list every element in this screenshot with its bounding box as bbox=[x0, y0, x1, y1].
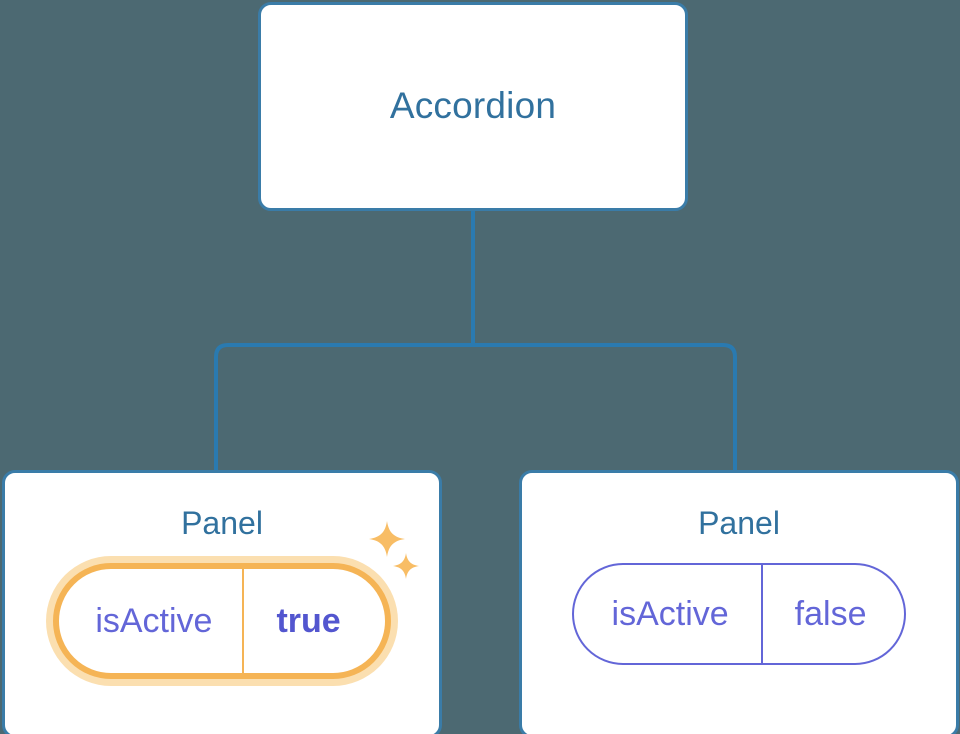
node-panel-inactive[interactable]: Panel isActive false bbox=[519, 470, 959, 734]
sparkle-small-icon bbox=[392, 553, 419, 580]
prop-value: true bbox=[242, 569, 384, 674]
prop-pill-isactive-true[interactable]: isActive true bbox=[53, 563, 391, 680]
node-panel-active[interactable]: Panel isActive true bbox=[2, 470, 442, 734]
connector-branch-right bbox=[473, 343, 737, 470]
connector-branch-left bbox=[214, 343, 473, 470]
prop-value: false bbox=[760, 565, 905, 664]
prop-pill-inactive-wrap: isActive false bbox=[571, 563, 907, 666]
sparkle-large-icon bbox=[368, 521, 405, 558]
prop-key: isActive bbox=[611, 594, 729, 633]
node-accordion-label: Accordion bbox=[389, 85, 557, 127]
prop-pill-active-wrap: isActive true bbox=[53, 521, 419, 680]
prop-pill-isactive-false[interactable]: isActive false bbox=[571, 563, 907, 666]
node-panel-inactive-label: Panel bbox=[698, 505, 780, 541]
node-panel-active-label: Panel bbox=[181, 505, 263, 541]
prop-key: isActive bbox=[95, 601, 213, 640]
node-accordion[interactable]: Accordion bbox=[258, 2, 688, 211]
